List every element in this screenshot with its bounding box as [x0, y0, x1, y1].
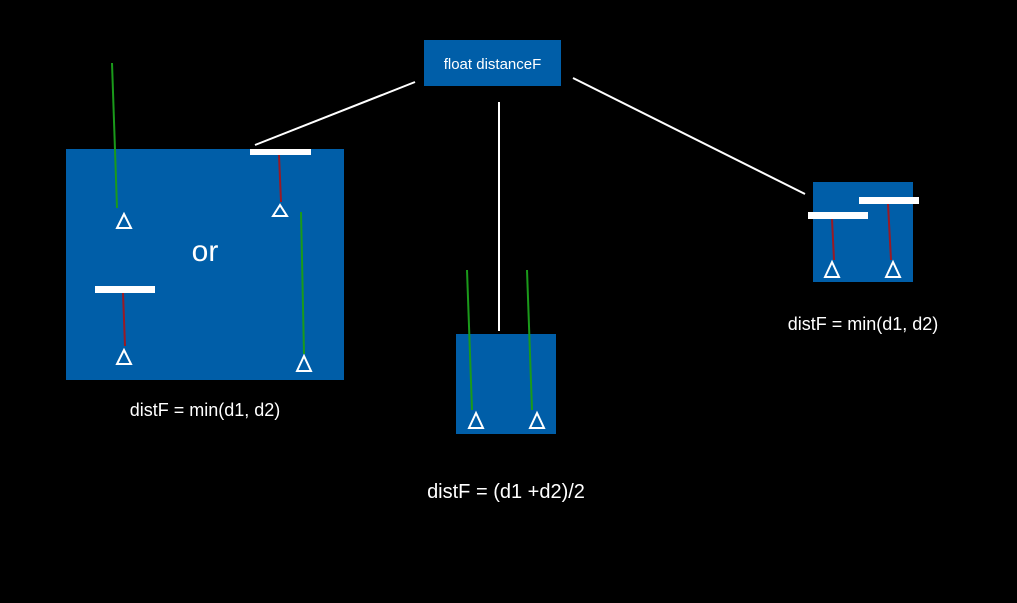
middle-green-ray-2: [526, 269, 533, 411]
left-sensor-3: [115, 347, 133, 365]
left-panel-box: [66, 149, 344, 380]
left-obstacle-1: [250, 149, 311, 155]
left-green-ray-1: [111, 62, 118, 209]
left-green-ray-2: [300, 211, 305, 355]
left-panel: or: [66, 62, 344, 380]
left-sensor-2: [271, 203, 289, 217]
connector-left: [254, 81, 416, 146]
right-red-ray-2: [887, 203, 892, 261]
middle-sensor-2: [528, 410, 546, 429]
middle-panel: [456, 269, 556, 434]
right-panel: [808, 182, 919, 282]
left-or-label: or: [192, 235, 219, 268]
middle-green-ray-1: [466, 269, 473, 411]
connector-right: [572, 77, 806, 195]
left-obstacle-2: [95, 286, 155, 293]
left-sensor-4: [295, 353, 313, 372]
left-sensor-1: [115, 211, 133, 229]
middle-caption: distF = (d1 +d2)/2: [427, 481, 585, 503]
right-obstacle-1: [808, 212, 868, 219]
left-red-ray-1: [278, 154, 282, 203]
right-red-ray-1: [831, 218, 835, 261]
left-red-ray-2: [122, 292, 126, 347]
right-sensor-1: [823, 259, 841, 278]
right-caption: distF = min(d1, d2): [788, 314, 939, 334]
right-sensor-2: [884, 259, 902, 278]
root-node-box: [424, 40, 561, 86]
root-node-label: float distanceF: [444, 56, 542, 73]
left-caption: distF = min(d1, d2): [130, 400, 281, 420]
middle-sensor-1: [467, 410, 485, 429]
right-obstacle-2: [859, 197, 919, 204]
